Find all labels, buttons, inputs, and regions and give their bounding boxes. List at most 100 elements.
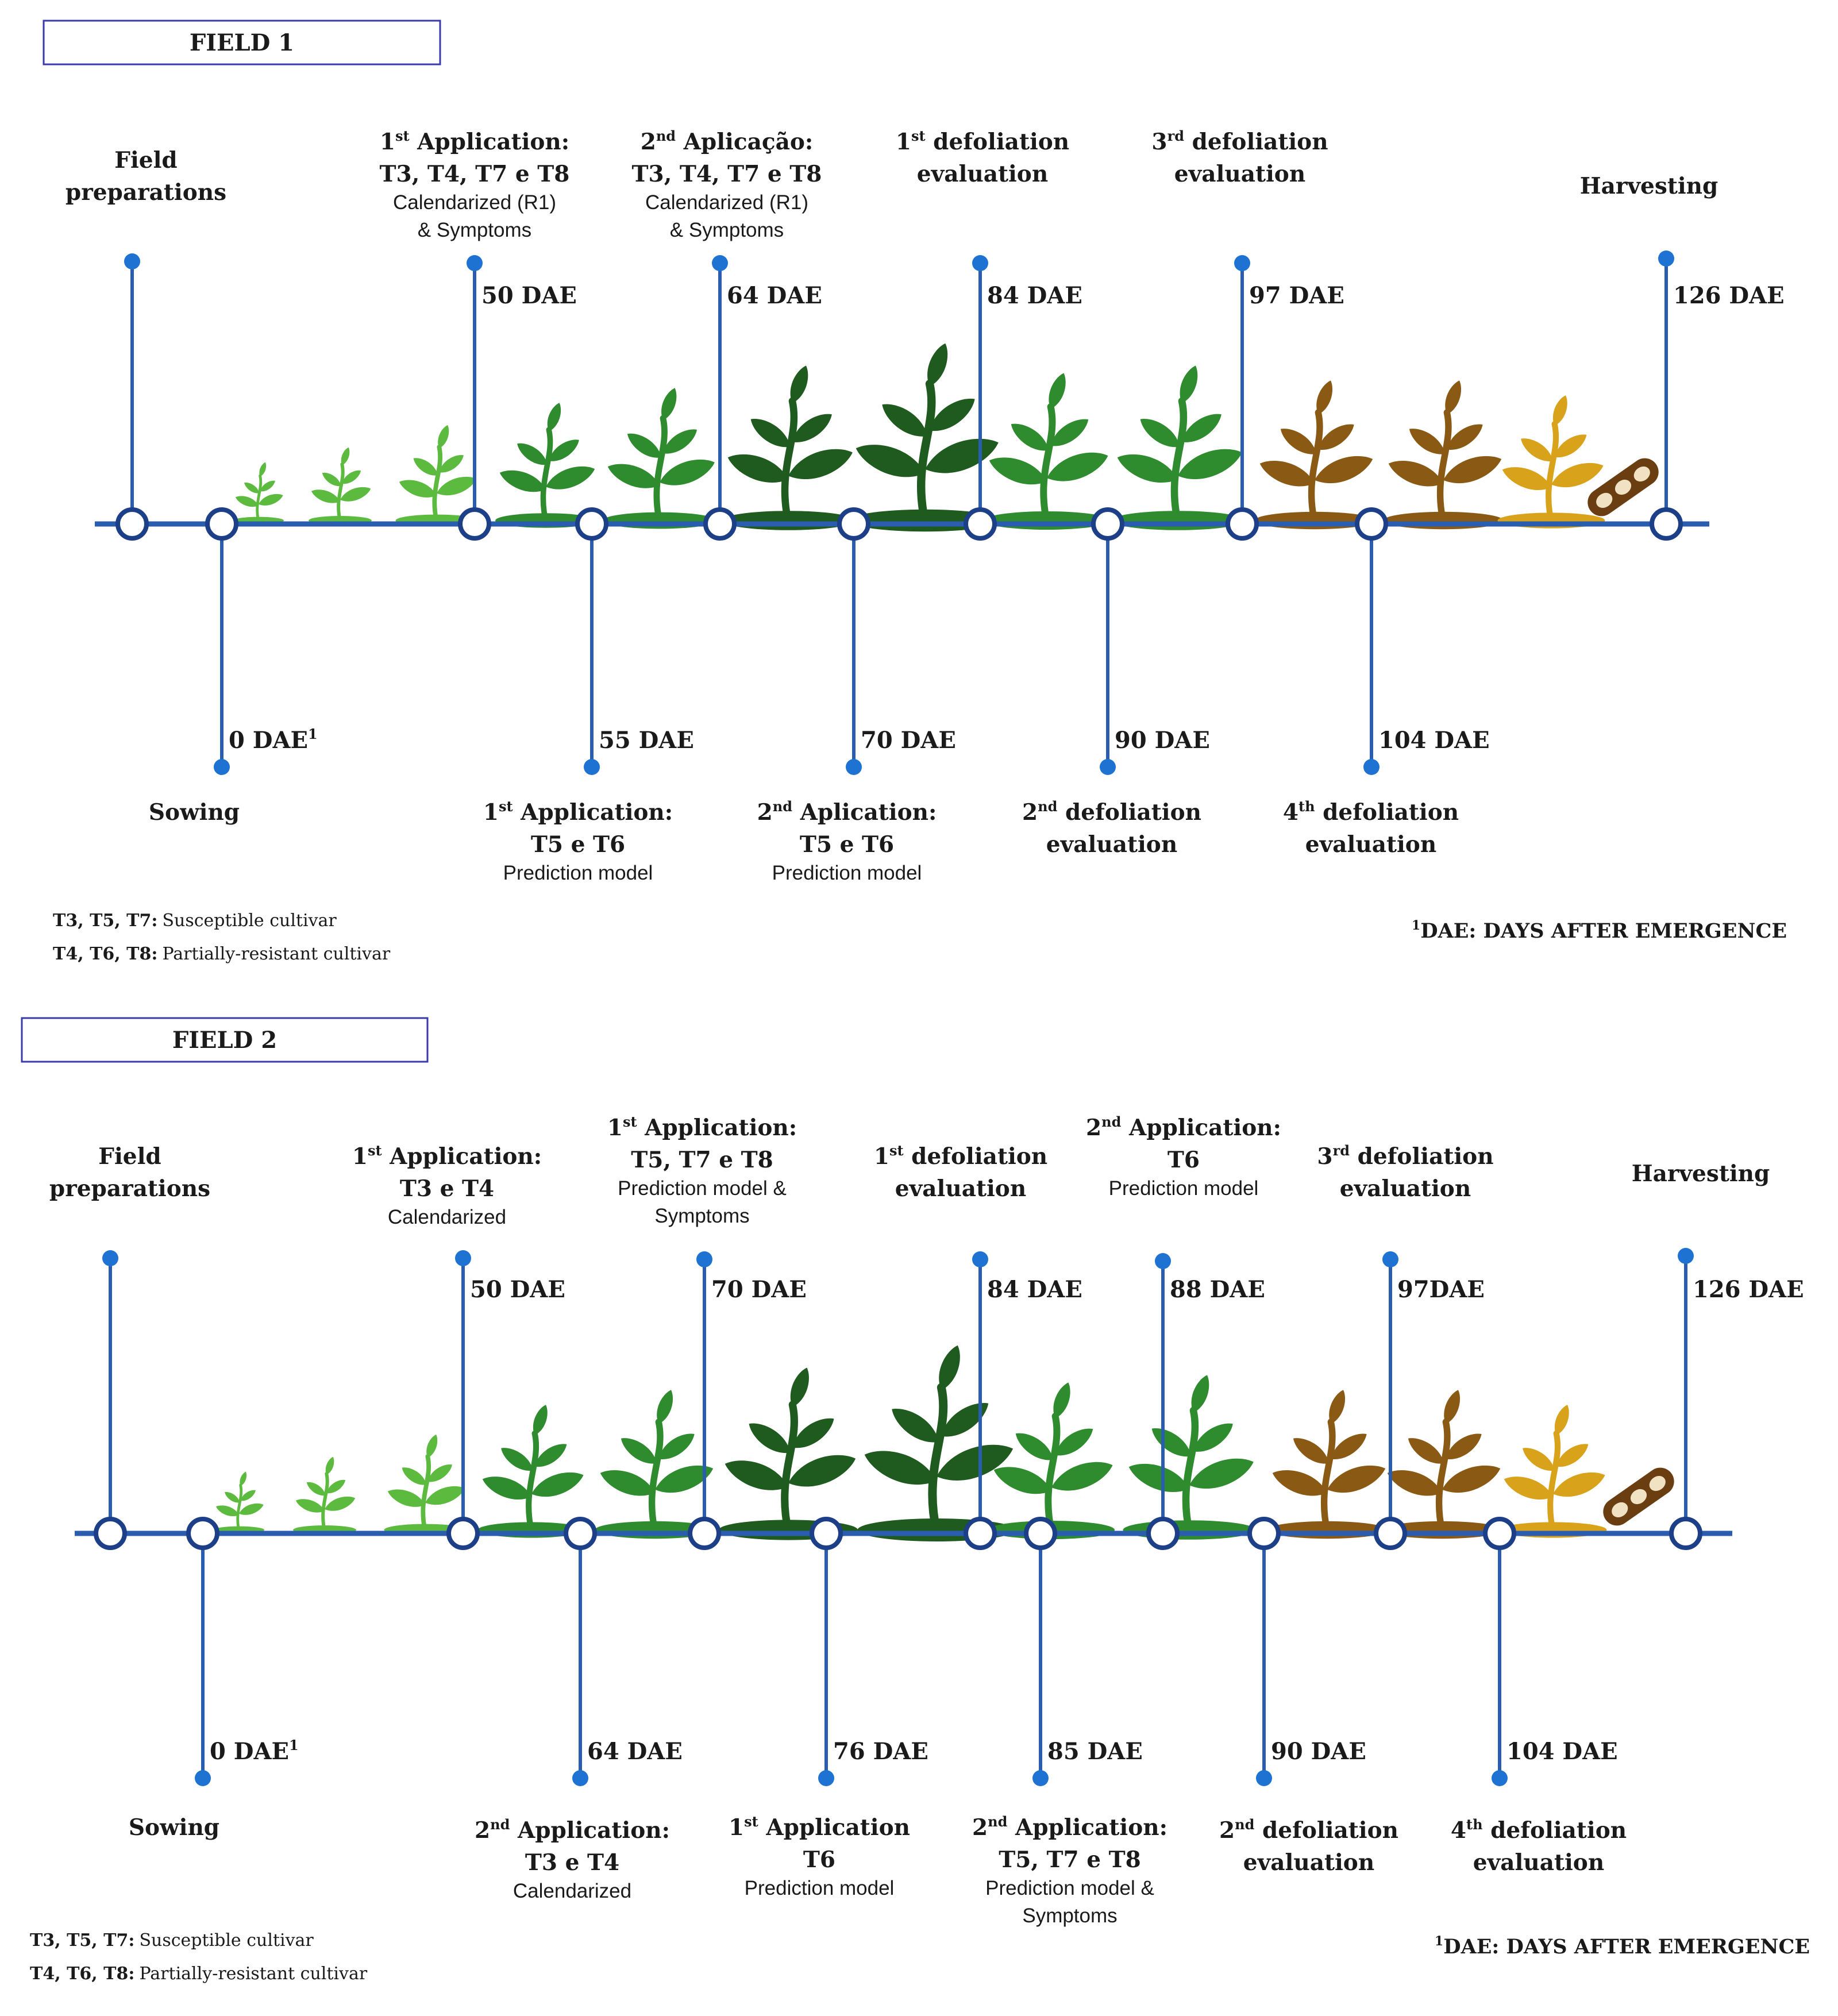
event-node [837,507,870,541]
event-dot [584,759,600,775]
event-heading: 2nd Application: [475,1816,670,1844]
dae-label: 88 DAE [1170,1276,1265,1303]
event-node [1146,1517,1180,1550]
plant-growth-stages [214,1345,1674,1541]
event-dot [1032,1770,1049,1786]
event-node [1247,1517,1281,1550]
field-1-footnote: 1DAE: DAYS AFTER EMERGENCE [1412,918,1787,943]
legend-keys: T3, T5, T7: [30,1930,134,1951]
event-heading: preparations [65,179,226,206]
event-heading: 2nd Aplicação: [641,128,814,155]
soybean-plant-icon [1382,1390,1502,1539]
dae-label: 104 DAE [1506,1738,1618,1765]
event-node [205,507,238,541]
dae-label: 76 DAE [833,1738,928,1765]
svg-text:T3, T5, T7:Susceptible cultiva: T3, T5, T7:Susceptible cultivar [53,911,337,931]
legend-text: Susceptible cultivar [139,1930,314,1951]
event-node [458,507,491,541]
event-node [1650,507,1683,541]
event-heading: 3rd defoliation [1151,128,1328,155]
soybean-plant-icon [1499,1405,1607,1538]
event-heading: evaluation [895,1175,1026,1202]
event-heading: T6 [803,1847,835,1873]
soybean-plant-icon [495,403,596,528]
event-heading: 2nd defoliation [1022,798,1201,826]
soybean-plant-icon [857,1345,1016,1541]
event-heading: Sowing [149,799,240,826]
event-heading: evaluation [1340,1175,1471,1202]
event-dot [818,1770,834,1786]
soybean-plant-icon [1497,395,1605,529]
event-heading: 3rd defoliation [1317,1142,1493,1170]
event-dot [102,1250,118,1266]
event-heading: evaluation [1473,1849,1604,1876]
field-1-legend: T3, T5, T7:Susceptible cultivar T4, T6, … [53,911,391,964]
svg-text:T4, T6, T8:Partially-resistant: T4, T6, T8:Partially-resistant cultivar [53,944,391,964]
event-detail: Prediction model [1109,1177,1259,1200]
soybean-plant-icon [1123,1375,1256,1540]
soybean-plant-icon [722,365,855,530]
event-heading: evaluation [1243,1849,1374,1876]
event-heading: 2nd Application: [1086,1113,1281,1141]
event-node [1483,1517,1516,1550]
event-node [703,507,737,541]
dae-label: 126 DAE [1673,282,1785,309]
dae-label: 85 DAE [1047,1738,1143,1765]
event-dot [972,255,988,271]
field-2-title-box [21,1017,429,1063]
event-heading: Field [98,1143,161,1170]
event-dot [1678,1248,1694,1264]
event-dot [1100,759,1116,775]
event-heading: evaluation [917,161,1048,187]
event-detail: Prediction model [503,862,653,884]
event-heading: evaluation [1305,831,1436,858]
soybean-plant-icon [477,1405,585,1538]
event-node [186,1517,219,1550]
field-1-title: FIELD 1 [190,29,294,56]
dae-label: 70 DAE [711,1276,807,1303]
field-2-title: FIELD 2 [172,1027,277,1054]
soybean-plant-icon [1111,365,1244,530]
dae-label: 64 DAE [727,282,822,309]
event-node [446,1517,480,1550]
svg-text:T4, T6, T8:Partially-resistant: T4, T6, T8:Partially-resistant cultivar [30,1964,368,1984]
field-1-title-box [43,20,441,65]
legend-keys: T3, T5, T7: [53,911,157,931]
dae-label: 90 DAE [1271,1738,1366,1765]
event-node [810,1517,843,1550]
event-heading: T3 e T4 [525,1849,619,1876]
event-heading: T6 [1167,1147,1200,1173]
legend-text: Partially-resistant cultivar [139,1964,367,1984]
dae-label: 70 DAE [861,727,956,754]
soybean-plant-icon [984,373,1110,530]
event-heading: evaluation [1046,831,1177,858]
event-heading: T5 e T6 [800,831,894,858]
event-detail: Prediction model [772,862,922,884]
soybean-plant-icon [1267,1390,1388,1539]
event-dot [1234,255,1250,271]
event-heading: 1st defoliation [896,128,1069,155]
event-dot [124,253,140,269]
dae-label: 0 DAE1 [210,1737,299,1765]
event-heading: 2nd Aplication: [757,798,937,826]
field-2-legend: T3, T5, T7:Susceptible cultivar T4, T6, … [30,1930,368,1984]
event-heading: T3, T4, T7 e T8 [632,161,822,187]
timeline-event: 70 DAE 2nd Aplication: T5 e T6 Prediction m… [757,507,956,884]
event-node [1669,1517,1702,1550]
soybean-pod-icon [1587,458,1659,516]
event-node [1091,507,1124,541]
